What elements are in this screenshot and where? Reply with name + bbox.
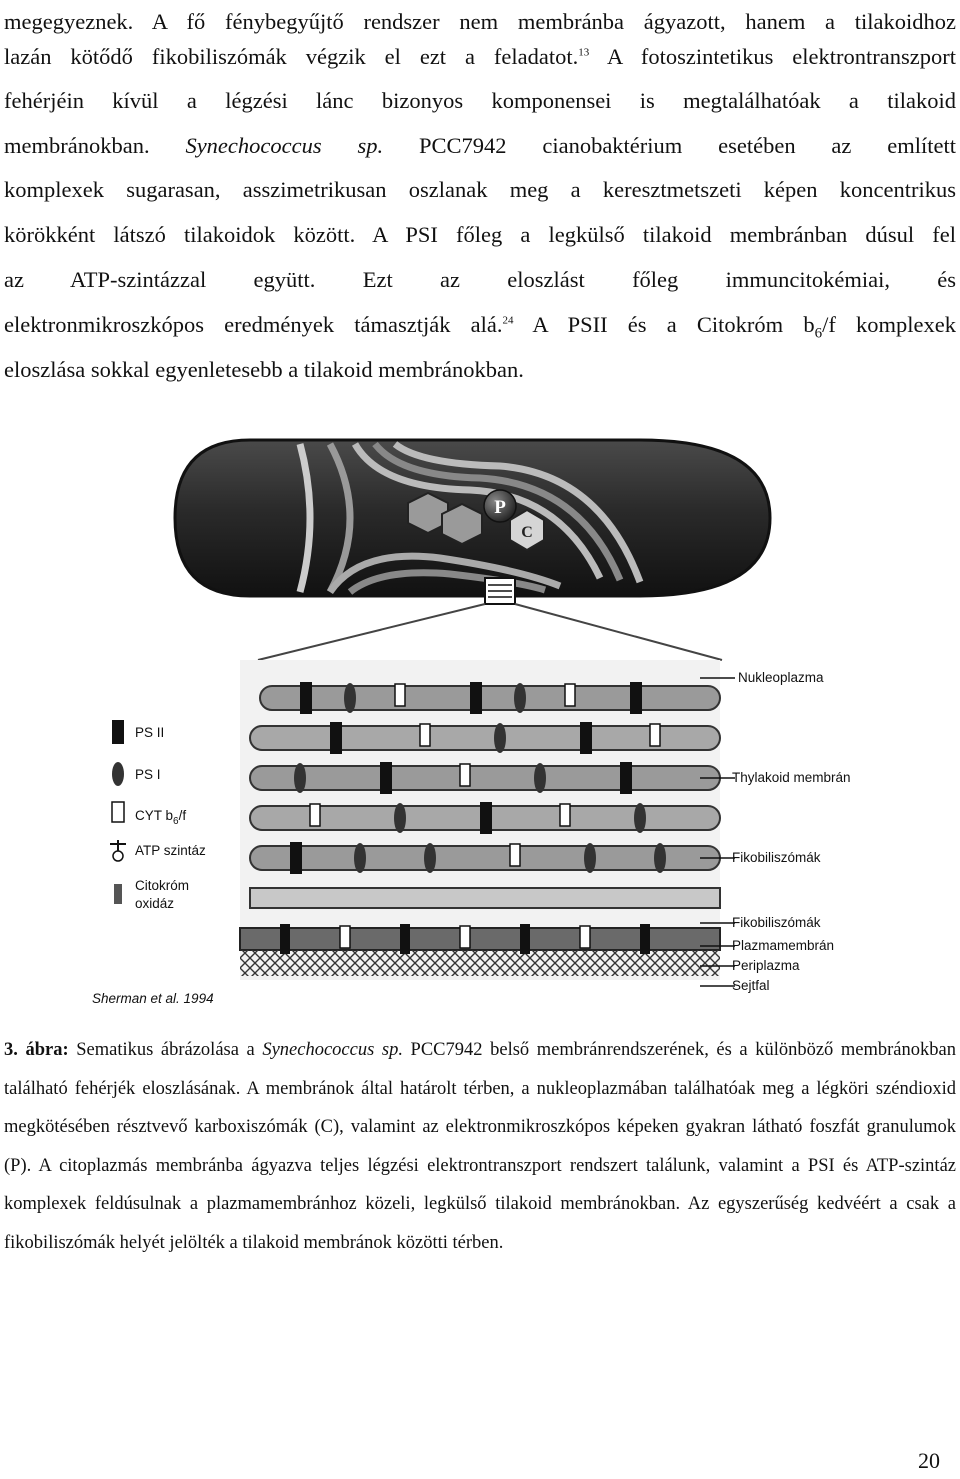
text-line-9: eloszlása sokkal egyenletesebb a tilakoi… [4,357,524,382]
text-line-8: elektronmikroszkópos eredmények támasztj… [4,312,956,342]
citation-13: 13 [578,46,590,59]
legend-psii: PS II [135,725,164,740]
label-plazmamembran: Plazmamembrán [732,938,834,953]
text-line-6: körökként látszó tilakoidok között. A PS… [4,222,956,247]
legend-psi-icon [112,762,124,786]
label-fikobiliszomak-2: Fikobiliszómák [732,915,821,930]
phosphate-granule [483,489,517,523]
text-line-4: membránokban. Synechococcus sp. PCC7942 … [4,133,956,158]
page-number: 20 [918,1448,940,1473]
legend-cyt-icon [111,801,125,823]
protein-markers [280,682,666,954]
figure-credit: Sherman et al. 1994 [92,991,214,1006]
membrane-detail: Nukleoplazma Thylakoid membrán Fikobilis… [92,603,851,1006]
caption-number: 3. ábra: [4,1040,69,1060]
legend-cox-line1: Citokróm [135,878,189,893]
label-nukleoplazma: Nukleoplazma [738,670,824,685]
legend-cox-line2: oxidáz [135,896,174,911]
label-pointers [700,677,735,987]
legend-psi: PS I [135,767,161,782]
label-fikobiliszomak-1: Fikobiliszómák [732,850,821,865]
citation-24: 24 [502,314,514,327]
text-line-5: komplexek sugarasan, asszimetrikusan osz… [4,177,956,202]
legend-cox-icon [114,884,122,904]
text-line-2: lazán kötődő fikobiliszómák végzik el ez… [4,44,956,69]
carboxysome-c-label: C [521,524,533,541]
legend-atp-icon [110,840,126,852]
cyanobacterium-membrane-figure: P C [92,438,851,1006]
thylakoid-arcs [296,441,644,595]
thylakoid-bands [239,685,721,976]
figure-caption: 3. ábra: Sematikus ábrázolása a Synechoc… [4,1040,956,1253]
label-thylakoid-membran: Thylakoid membrán [732,770,851,785]
legend-psii-icon [112,720,124,744]
label-periplazma: Periplazma [732,958,800,973]
carboxysome-hexagon-2 [441,502,483,546]
carboxysome-c [509,508,545,552]
whole-cell-illustration: P C [173,438,772,605]
legend-atp: ATP szintáz [135,843,206,858]
legend-cyt: CYT b6/f [135,808,186,827]
label-sejtfal: Sejtfal [732,978,770,993]
protein-legend: PS II PS I CYT b6/f ATP szintáz Citokróm… [110,720,206,911]
text-line-3: fehérjéin kívül a légzési lánc bizonyos … [4,88,956,113]
text-line-1: megegyeznek. A fő fénybegyűjtő rendszer … [4,9,956,34]
granule-p-label: P [494,497,506,518]
text-line-7: az ATP-szintázzal együtt. Ezt az eloszlá… [4,267,956,292]
